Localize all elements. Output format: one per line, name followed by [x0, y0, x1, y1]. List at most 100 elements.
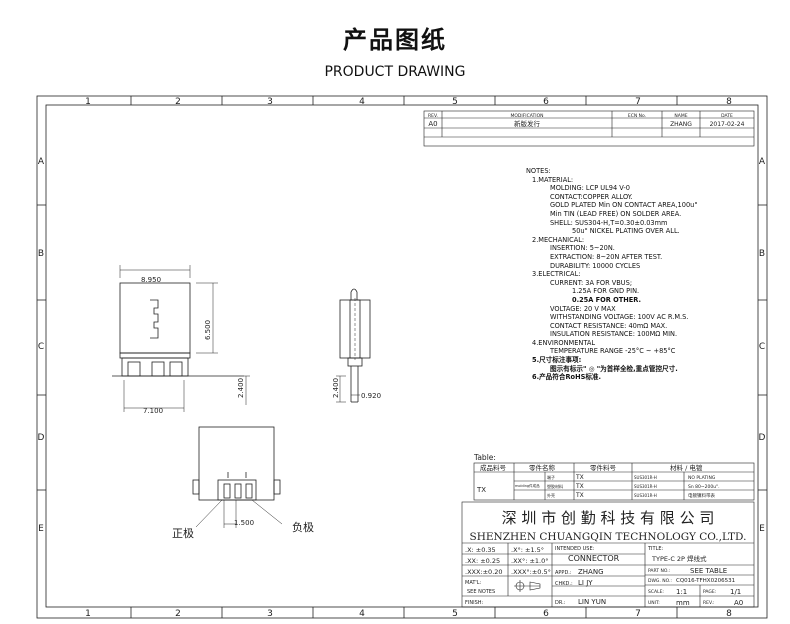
col-label-3b: 3 — [267, 609, 273, 619]
dim-front-height: 6.500 — [204, 320, 212, 340]
bom-row3-plating: 电镀镍料带表 — [688, 492, 715, 499]
rev-head-date: DATE — [721, 113, 733, 119]
bom-row2-part: 塑胶材料 — [547, 483, 563, 489]
notes-environmental-title: 4.ENVIRONMENTAL — [532, 338, 596, 347]
rev-head-rev: REV. — [428, 113, 438, 119]
bom-label: Table: — [473, 453, 496, 462]
revision-table — [423, 110, 755, 147]
scale-label: SCALE: — [648, 589, 664, 595]
row-label-a-r: A — [759, 157, 766, 167]
chkd-label: CHKD.: — [555, 581, 573, 587]
title-block — [461, 501, 755, 608]
intended-use: CONNECTOR — [568, 554, 620, 563]
notes-gold: GOLD PLATED Min ON CONTACT AREA,100u" — [550, 201, 698, 210]
unit-label: UNIT: — [648, 600, 660, 606]
intended-use-label: INTENDED USE: — [555, 546, 595, 552]
row-label-b: B — [38, 249, 44, 259]
notes-material-title: 1.MATERIAL: — [532, 175, 574, 184]
tol-xxx-deg: .XXX°:±0.5° — [511, 568, 551, 576]
bom-row1-partno: TX — [575, 474, 584, 481]
row-label-c-r: C — [759, 342, 765, 352]
notes-molding: MOLDING: LCP UL94 V-0 — [550, 184, 630, 193]
col-label-7b: 7 — [635, 609, 641, 619]
row-label-d-r: D — [759, 433, 766, 443]
notes-tin: Min TIN (LEAD FREE) ON SOLDER AREA. — [550, 209, 682, 218]
tol-xx: .XX: ±0.25 — [465, 557, 500, 565]
bom-row2-plating: Sn 80~200u". — [688, 484, 720, 490]
notes-voltage: VOLTAGE: 20 V MAX — [550, 304, 616, 313]
dim-side-pin-height: 2.400 — [332, 378, 340, 398]
bom-row3-part: 外壳 — [547, 492, 555, 498]
notes-gnd: 1.25A FOR GND PIN. — [572, 287, 640, 296]
appd-label: APPD.: — [555, 570, 572, 576]
rev-value-date: 2017-02-24 — [710, 121, 745, 128]
row-label-a: A — [38, 157, 45, 167]
bom-row2-partno: TX — [575, 483, 584, 490]
notes-5: 5.尺寸标注事项: — [532, 356, 582, 365]
mat-label: MAT'L: — [465, 580, 482, 586]
row-ticks — [37, 204, 767, 491]
outer-frame — [36, 95, 768, 619]
part-no-value: SEE TABLE — [690, 567, 727, 575]
column-ticks — [130, 96, 678, 618]
chkd-value: LI JY — [578, 579, 593, 587]
rev-head-name: NAME — [674, 113, 687, 119]
company-name-en: SHENZHEN CHUANGQIN TECHNOLOGY CO.,LTD. — [470, 531, 747, 543]
notes-heading: NOTES: — [526, 167, 551, 175]
bom-row1-part: 端子 — [547, 474, 555, 480]
unit-value: mm — [676, 599, 690, 607]
bom-row1-material: SUS301R-H — [634, 475, 657, 480]
notes-temperature: TEMPERATURE RANGE -25°C ~ +85°C — [550, 347, 676, 356]
col-label-5b: 5 — [452, 609, 458, 619]
tol-x-deg: .X°: ±1.5° — [511, 546, 544, 554]
col-label-4: 4 — [359, 97, 365, 107]
col-label-7: 7 — [635, 97, 641, 107]
label-positive: 正极 — [172, 526, 194, 540]
bom-group: molding件成品 — [515, 483, 540, 488]
dwg-no-label: DWG. NO.: — [648, 578, 672, 584]
dim-front-pin-span: 7.100 — [143, 407, 163, 415]
title-value: TYPE-C 2P 焊线式 — [651, 554, 707, 563]
col-label-2: 2 — [175, 97, 181, 107]
col-label-1: 1 — [85, 97, 91, 107]
dr-label: DR.: — [555, 600, 566, 606]
bom-head-material: 材料 / 电镀 — [670, 463, 703, 472]
notes-nickel: 50u" NICKEL PLATING OVER ALL. — [572, 227, 680, 236]
col-label-8b: 8 — [726, 609, 732, 619]
appd-value: ZHANG — [578, 568, 604, 576]
bom-product-no: TX — [476, 486, 486, 494]
notes-mechanical-title: 2.MECHANICAL: — [532, 235, 585, 244]
dwg-no-value: CQ016-TFHX0206531 — [676, 578, 735, 584]
page-label: PAGE: — [703, 589, 716, 595]
notes-electrical-title: 3.ELECTRICAL: — [532, 270, 581, 279]
notes-insertion: INSERTION: 5~20N. — [550, 244, 615, 253]
notes-shell: SHELL: SUS304-H,T=0.30±0.03mm — [550, 218, 668, 227]
col-label-6: 6 — [543, 97, 549, 107]
bom-row2-material: SUS301R-H — [634, 484, 657, 489]
front-view — [112, 265, 250, 412]
bom-table — [473, 462, 755, 501]
scale-value: 1:1 — [676, 588, 687, 596]
bom-head-partno: 零件料号 — [590, 463, 617, 472]
col-label-6b: 6 — [543, 609, 549, 619]
dim-front-pin-height: 2.400 — [237, 378, 245, 398]
bom-row3-material: SUS301R-H — [634, 493, 657, 498]
row-label-b-r: B — [759, 249, 765, 259]
rev-value-rev: A0 — [428, 120, 437, 128]
rev-value: A0 — [734, 599, 743, 607]
bom-head-product: 成品料号 — [480, 463, 507, 472]
col-label-5: 5 — [452, 97, 458, 107]
bom-row3-partno: TX — [575, 492, 584, 499]
page-title-cn: 产品图纸 — [343, 26, 447, 54]
rev-value-name: ZHANG — [670, 121, 692, 128]
rev-value-mod: 新版发行 — [514, 119, 541, 128]
page-value: 1/1 — [730, 588, 741, 596]
bom-head-part: 零件名称 — [529, 463, 556, 472]
notes-5-detail: 图示有标示" ◎ "为首样全检,重点管控尺寸. — [550, 364, 678, 373]
tol-xxx: .XXX:±0.20 — [465, 568, 503, 576]
tol-x: .X: ±0.35 — [465, 546, 496, 554]
company-name-cn: 深 圳 市 创 勤 科 技 有 限 公 司 — [502, 509, 715, 527]
notes-withstanding: WITHSTANDING VOLTAGE: 100V AC R.M.S. — [550, 313, 689, 322]
rev-head-ecn: ECN No. — [628, 113, 646, 119]
